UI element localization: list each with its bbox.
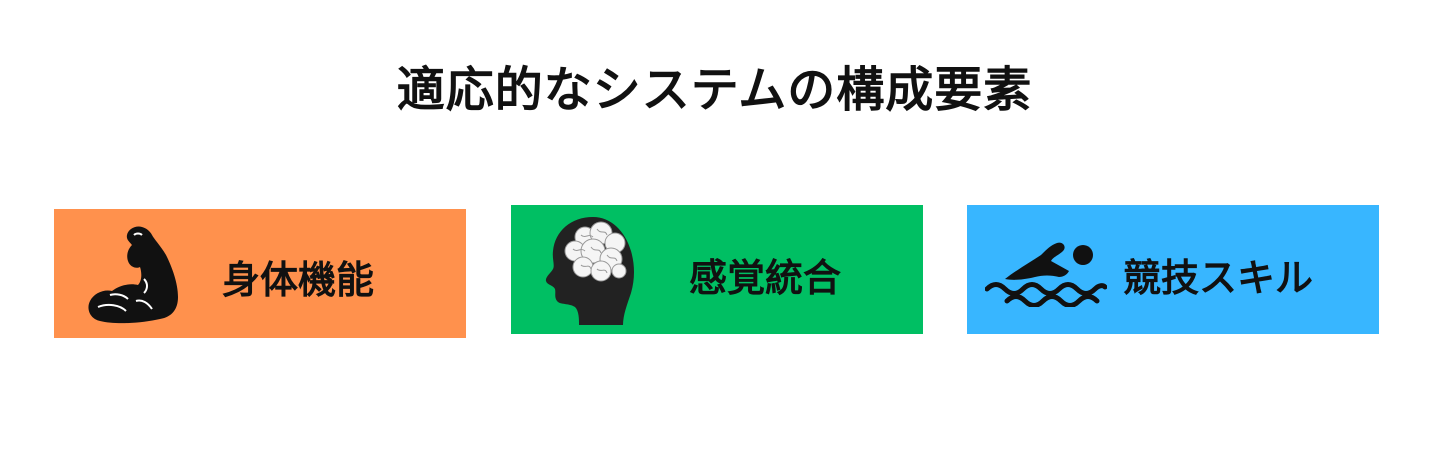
card-label: 身体機能: [222, 258, 375, 302]
swimmer-icon: [985, 242, 1107, 307]
flexed-arm-icon: [88, 226, 178, 324]
card-athletic-skills: 競技スキル: [967, 205, 1379, 334]
card-sensory-integration: 感覚統合: [511, 205, 923, 334]
card-physical-function: 身体機能: [54, 209, 466, 338]
diagram-title: 適応的なシステムの構成要素: [396, 62, 1033, 118]
card-label: 競技スキル: [1123, 256, 1314, 300]
card-label: 感覚統合: [689, 256, 842, 300]
brain-head-icon: [545, 217, 634, 325]
